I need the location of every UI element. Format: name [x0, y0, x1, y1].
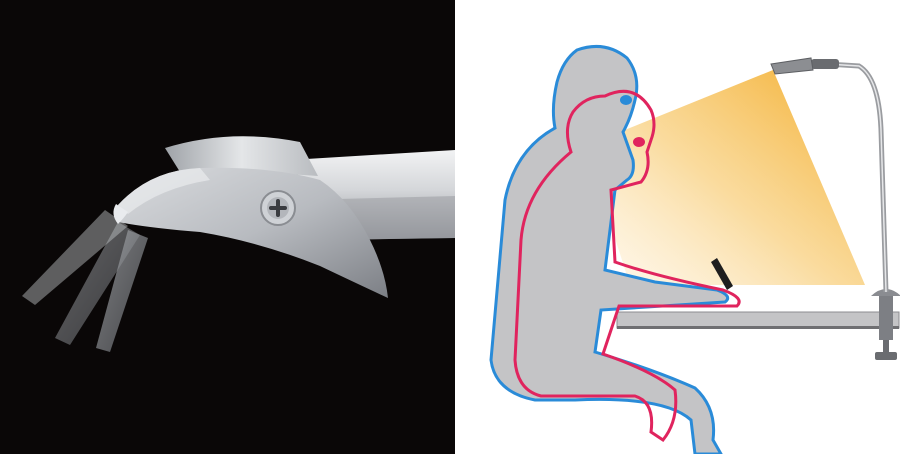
- eye-hunched: [633, 137, 645, 147]
- lamp-head-illustration: [0, 0, 455, 454]
- posture-illustration: [455, 0, 900, 454]
- lamp-clamp: [879, 296, 893, 340]
- lamp-head-photo: [0, 0, 455, 454]
- desk-lamp-head: [771, 58, 813, 74]
- desk-surface: [617, 312, 899, 328]
- posture-diagram: [455, 0, 900, 454]
- eye-upright: [620, 95, 632, 105]
